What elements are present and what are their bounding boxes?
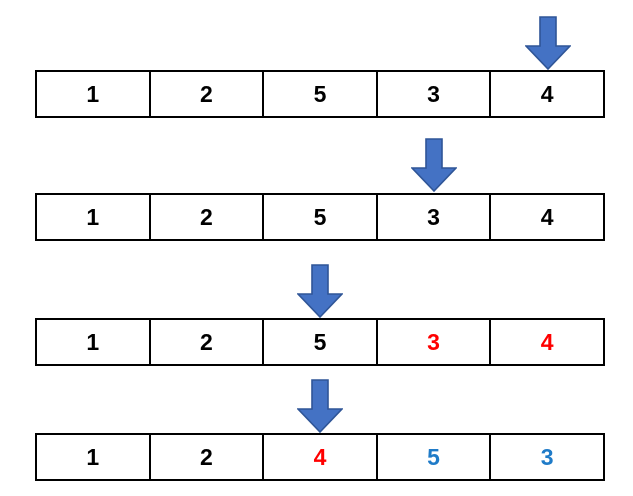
array-cell: 5 xyxy=(377,435,492,479)
array-cell: 3 xyxy=(377,320,492,364)
array-cell: 5 xyxy=(264,195,378,239)
array-cell: 4 xyxy=(264,435,378,479)
down-arrow-icon xyxy=(525,16,571,70)
array-cell: 2 xyxy=(150,195,265,239)
array-row: 1 2 5 3 4 xyxy=(35,70,605,118)
array-cell: 3 xyxy=(377,72,492,116)
array-cell: 1 xyxy=(37,195,151,239)
array-cell: 5 xyxy=(264,320,378,364)
array-cell: 3 xyxy=(377,195,492,239)
array-cell: 2 xyxy=(150,72,265,116)
array-cell: 2 xyxy=(150,435,265,479)
array-row: 1 2 5 3 4 xyxy=(35,318,605,366)
array-cell: 1 xyxy=(37,320,151,364)
array-cell: 4 xyxy=(491,72,603,116)
array-cell: 1 xyxy=(37,435,151,479)
array-cell: 2 xyxy=(150,320,265,364)
down-arrow-icon xyxy=(297,264,343,318)
array-row: 1 2 4 5 3 xyxy=(35,433,605,481)
down-arrow-icon xyxy=(297,379,343,433)
array-row: 1 2 5 3 4 xyxy=(35,193,605,241)
down-arrow-icon xyxy=(411,138,457,192)
array-cell: 4 xyxy=(491,195,603,239)
array-cell: 3 xyxy=(491,435,603,479)
array-cell: 1 xyxy=(37,72,151,116)
array-cell: 5 xyxy=(264,72,378,116)
array-cell: 4 xyxy=(491,320,603,364)
